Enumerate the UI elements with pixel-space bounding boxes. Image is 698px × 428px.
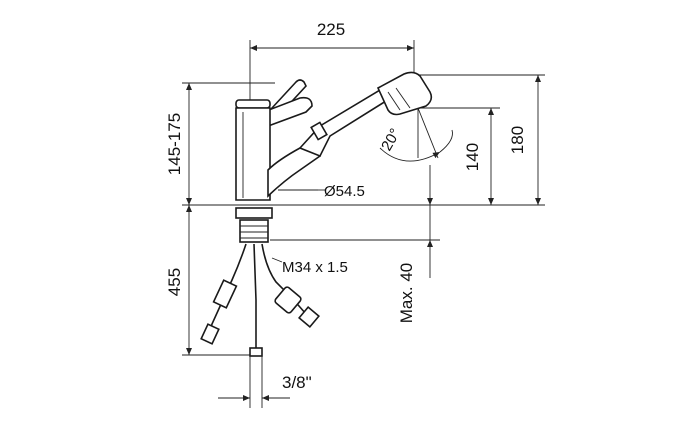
deck-thickness-dimension: Max. 40 <box>270 165 440 323</box>
supply-hoses <box>200 243 320 357</box>
below-deck-dimension: 455 <box>165 205 260 356</box>
diameter-label: Ø54.5 <box>324 183 365 200</box>
connection-dimension: 3/8" <box>218 355 312 408</box>
width-label: 225 <box>317 20 345 39</box>
diameter-annotation: Ø54.5 <box>278 183 365 200</box>
faucet-body <box>235 71 433 201</box>
width-dimension: 225 <box>249 20 415 100</box>
overall-height-label: 180 <box>508 126 527 154</box>
deck-thickness-label: Max. 40 <box>397 263 416 323</box>
height-range-dimension: 145-175 <box>165 82 275 205</box>
mounting-shank <box>235 207 283 263</box>
spout-angle-indicator: 20° <box>378 107 453 162</box>
thread-label: M34 x 1.5 <box>282 259 348 276</box>
below-deck-label: 455 <box>165 268 184 296</box>
spout-height-dimension: 140 <box>418 107 500 205</box>
spout-height-label: 140 <box>463 143 482 171</box>
height-range-label: 145-175 <box>165 113 184 175</box>
connection-label: 3/8" <box>282 373 312 392</box>
overall-height-dimension: 180 <box>418 74 545 205</box>
